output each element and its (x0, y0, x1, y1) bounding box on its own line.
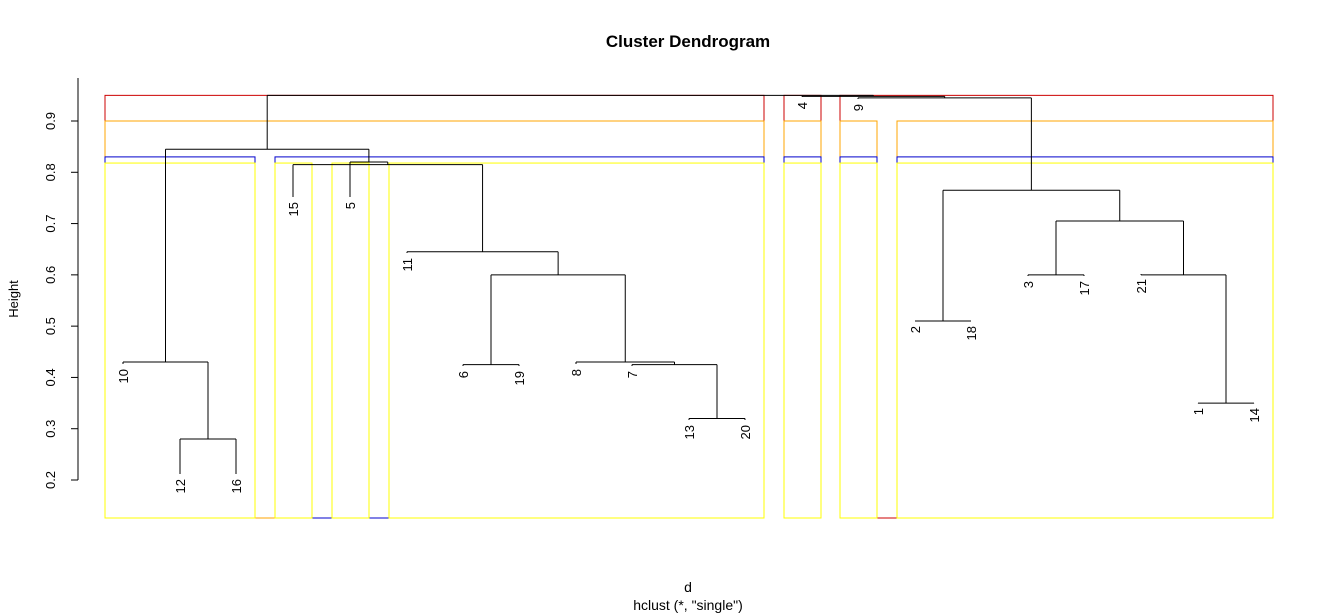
cluster-box (783, 120, 822, 519)
leaf-label: 19 (512, 371, 527, 385)
y-tick-label: 0.3 (43, 420, 58, 438)
leaf-label: 18 (964, 326, 979, 340)
method-sublabel: hclust (*, "single") (633, 597, 743, 613)
chart-title: Cluster Dendrogram (606, 32, 770, 51)
leaf-label: 5 (343, 202, 358, 209)
y-tick-label: 0.9 (43, 112, 58, 130)
x-axis-label: d (684, 579, 692, 595)
y-tick-label: 0.8 (43, 163, 58, 181)
cluster-box (839, 120, 878, 519)
dendrogram-tree (122, 94, 1255, 474)
leaf-label: 2 (908, 326, 923, 333)
cluster-box (783, 94, 822, 519)
cluster-box (783, 162, 822, 519)
leaf-label: 3 (1021, 281, 1036, 288)
leaf-label: 16 (229, 479, 244, 493)
cluster-box (839, 156, 878, 519)
leaf-label: 12 (173, 479, 188, 493)
cluster-box (896, 156, 1274, 519)
y-tick-label: 0.2 (43, 471, 58, 489)
leaf-label: 8 (569, 369, 584, 376)
leaf-label: 15 (286, 202, 301, 216)
leaf-label: 4 (795, 102, 810, 109)
cluster-box (896, 162, 1274, 519)
y-axis-label: Height (6, 280, 21, 318)
leaf-label: 13 (682, 425, 697, 439)
cluster-box (839, 94, 1274, 519)
cluster-box (783, 156, 822, 519)
leaf-label: 9 (851, 104, 866, 111)
leaf-label: 20 (738, 425, 753, 439)
y-tick-label: 0.5 (43, 317, 58, 335)
leaf-label: 14 (1247, 408, 1262, 422)
leaf-label: 7 (625, 371, 640, 378)
cluster-cut-boxes (104, 94, 1274, 519)
cluster-box (388, 162, 765, 519)
leaf-label: 21 (1134, 279, 1149, 293)
cluster-box (274, 162, 313, 519)
leaf-label: 6 (456, 371, 471, 378)
leaf-labels: 10 12 16 15 5 11 6 19 8 7 13 20 4 9 2 18 3 17 21 1 14 (116, 102, 1262, 493)
cluster-box (104, 120, 765, 519)
cluster-box (896, 120, 1274, 519)
y-tick-label: 0.6 (43, 266, 58, 284)
leaf-label: 17 (1077, 281, 1092, 295)
y-tick-label: 0.7 (43, 215, 58, 233)
cluster-box (331, 162, 370, 519)
cluster-box (104, 162, 256, 519)
y-axis: 0.2 0.3 0.4 0.5 0.6 0.7 0.8 0.9 (43, 78, 79, 489)
cluster-box (104, 94, 765, 519)
leaf-label: 11 (400, 258, 415, 272)
y-tick-label: 0.4 (43, 368, 58, 386)
leaf-label: 10 (116, 369, 131, 383)
leaf-label: 1 (1191, 408, 1206, 415)
cluster-box (274, 156, 765, 519)
cluster-box (839, 162, 878, 519)
